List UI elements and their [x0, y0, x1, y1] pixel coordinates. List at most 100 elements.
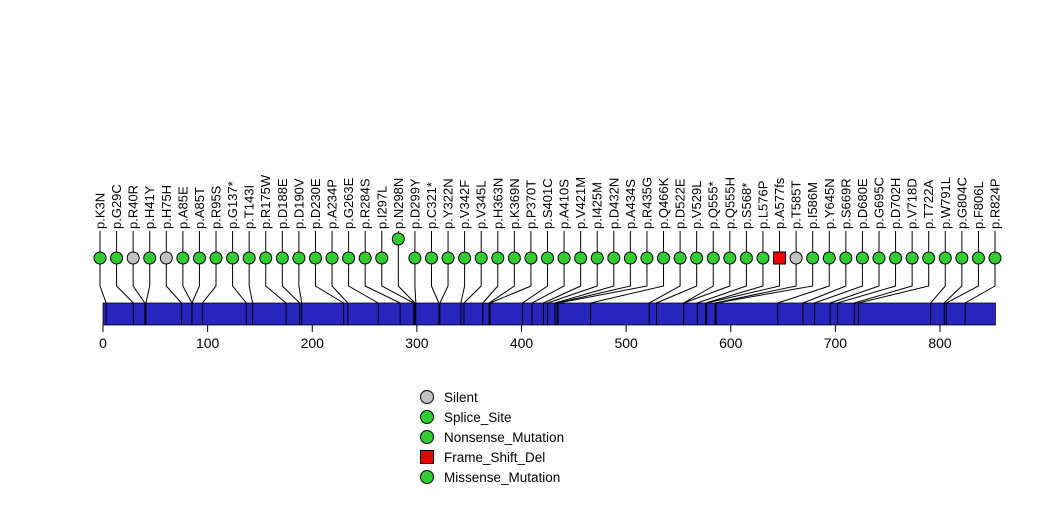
mutation-stem: [836, 258, 897, 325]
mutation-stem: [655, 258, 698, 325]
mutation-stem: [715, 258, 814, 325]
mutation-marker-circle: [524, 251, 538, 265]
mutation-label: p.A577fs: [772, 177, 787, 229]
mutation-stem: [964, 258, 996, 325]
mutation-marker-circle: [872, 251, 886, 265]
mutation-stem: [414, 258, 417, 325]
mutation-label: p.D702H: [888, 178, 903, 229]
mutation-stem: [191, 258, 200, 325]
frame_shift_del-marker-icon: [420, 450, 434, 464]
mutation-label: p.S568*: [739, 183, 754, 229]
mutation-marker-circle: [292, 251, 306, 265]
mutation-stem: [945, 258, 979, 325]
mutation-marker-circle: [391, 232, 405, 246]
mutation-stem: [165, 258, 182, 325]
mutation-stem: [857, 258, 930, 325]
mutation-stem: [489, 258, 532, 325]
mutation-stem: [381, 258, 415, 325]
mutation-label: p.G695C: [871, 177, 886, 229]
mutation-label: p.G263E: [341, 177, 356, 229]
axis-tick-label: 700: [824, 335, 848, 351]
mutation-marker-circle: [557, 251, 571, 265]
mutation-label: p.W791L: [938, 177, 953, 229]
mutation-label: p.T143I: [242, 185, 257, 229]
mutation-marker-circle: [723, 251, 737, 265]
mutation-marker-circle: [574, 251, 588, 265]
mutation-label: p.V529L: [689, 181, 704, 229]
mutation-stem: [531, 258, 565, 325]
mutation-label: p.D299Y: [407, 178, 422, 229]
legend-label: Missense_Mutation: [444, 469, 561, 485]
mutation-stem: [265, 258, 287, 325]
mutation-label: p.H41Y: [142, 185, 157, 229]
mutation-marker-circle: [889, 251, 903, 265]
legend-label: Silent: [444, 389, 478, 405]
mutation-label: p.V421M: [573, 177, 588, 229]
mutation-marker-circle: [938, 251, 952, 265]
axis-tick-label: 300: [405, 335, 429, 351]
mutation-label: p.I297L: [374, 186, 389, 229]
legend-item-frame_shift_del: Frame_Shift_Del: [420, 449, 564, 465]
mutation-label: p.G29C: [109, 184, 124, 229]
mutation-marker-circle: [458, 251, 472, 265]
mutation-stem: [547, 258, 598, 325]
mutation-stem: [482, 258, 499, 325]
mutation-stem: [930, 258, 946, 325]
mutation-label: p.A410S: [557, 179, 572, 229]
mutation-stem: [706, 258, 781, 325]
mutation-label: p.H363N: [490, 178, 505, 229]
mutation-label: p.G137*: [225, 181, 240, 229]
legend-label: Nonsense_Mutation: [444, 429, 565, 445]
mutation-label: p.R95S: [209, 185, 224, 229]
legend-label: Frame_Shift_Del: [444, 449, 546, 465]
mutation-stem: [116, 258, 134, 325]
mutation-marker-circle: [706, 251, 720, 265]
mutation-label: p.R175W: [258, 174, 273, 229]
mutation-marker-circle: [640, 251, 654, 265]
mutation-label: p.F806L: [971, 181, 986, 229]
mutation-stem: [99, 258, 107, 325]
splice_site-marker-icon: [420, 410, 434, 424]
legend-item-splice_site: Splice_Site: [420, 410, 564, 425]
legend-item-silent: Silent: [420, 389, 564, 405]
axis-tick-label: 600: [719, 335, 743, 351]
mutation-label: p.A234P: [325, 179, 340, 229]
mutation-label: p.I425M: [590, 182, 605, 229]
mutation-stem: [201, 258, 217, 325]
mutation-marker-circle: [308, 251, 322, 265]
mutation-stem: [696, 258, 747, 325]
mutation-marker-circle: [275, 251, 289, 265]
mutation-marker-circle: [905, 251, 919, 265]
mutation-label: p.Q555*: [706, 181, 721, 229]
mutation-marker-circle: [657, 251, 671, 265]
mutation-label: p.K3N: [93, 193, 108, 229]
mutation-label: p.V345L: [474, 181, 489, 229]
mutation-marker-circle: [739, 251, 753, 265]
mutation-marker-circle: [839, 251, 853, 265]
mutation-marker-circle: [143, 251, 157, 265]
mutation-stem: [590, 258, 665, 325]
mutation-label: p.R435G: [639, 177, 654, 229]
mutation-marker-circle: [507, 251, 521, 265]
mutation-label: p.R40R: [126, 185, 141, 229]
mutation-marker-circle: [358, 251, 372, 265]
mutation-marker-circle: [491, 251, 505, 265]
mutation-label: p.V342F: [457, 180, 472, 229]
mutation-marker-circle: [226, 251, 240, 265]
mutation-label: p.L576P: [755, 181, 770, 229]
axis-tick-label: 200: [301, 335, 325, 351]
mutation-marker-circle: [988, 251, 1002, 265]
mutation-marker-circle: [789, 251, 803, 265]
mutation-marker-circle: [541, 251, 554, 265]
axis-tick-label: 100: [196, 335, 220, 351]
mutation-stem: [556, 258, 631, 325]
mutation-label: p.A434S: [623, 179, 638, 229]
mutation-label: p.S669R: [838, 178, 853, 229]
mutation-label: p.T722A: [921, 180, 936, 229]
mutation-stem: [853, 258, 913, 325]
mutation-stem: [314, 258, 345, 325]
mutation-marker-circle: [110, 251, 124, 265]
mutation-stem: [829, 258, 880, 325]
mutation-label: p.K369N: [507, 178, 522, 229]
